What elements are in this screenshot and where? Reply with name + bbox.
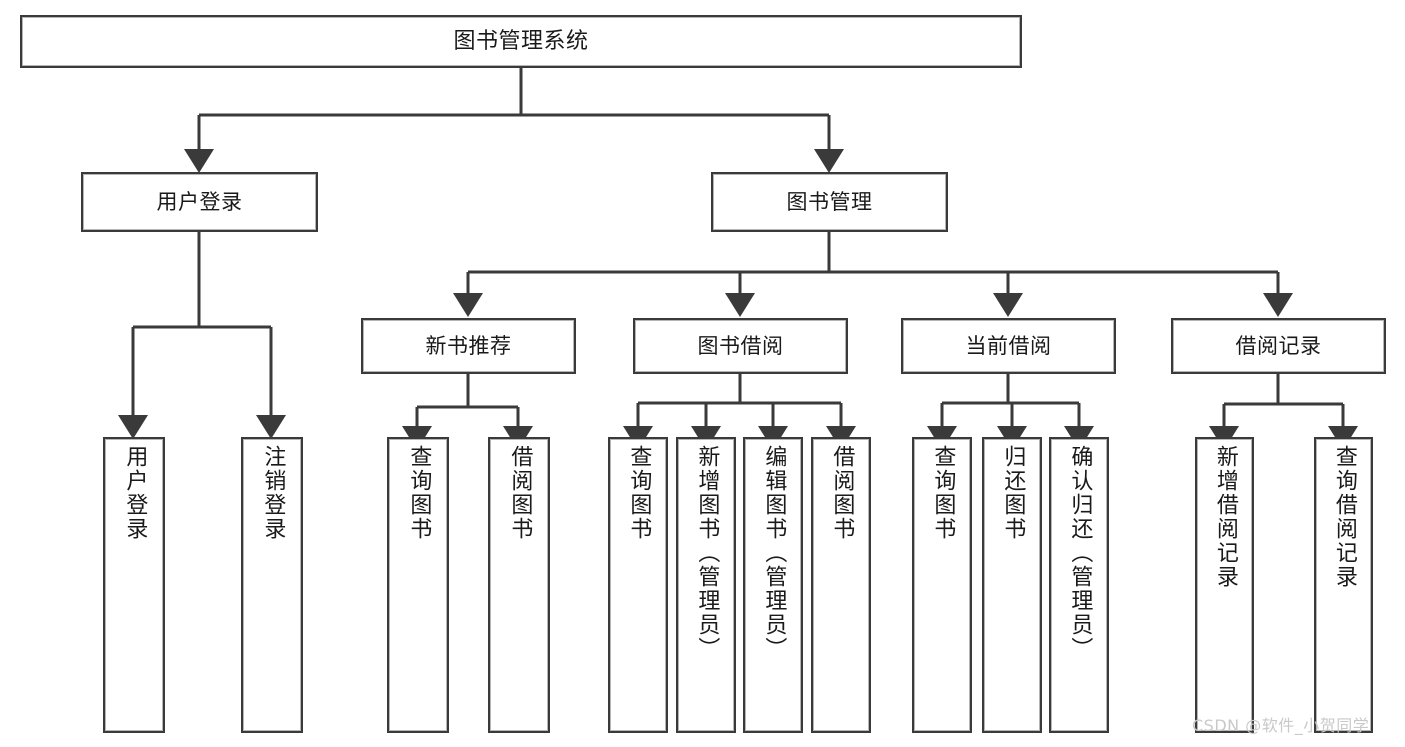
leaf-user-login-login[interactable]: 用户登录 bbox=[103, 437, 165, 733]
leaf-borrow-record-add[interactable]: 新增借阅记录 bbox=[1195, 437, 1254, 733]
node-user-login-label: 用户登录 bbox=[156, 189, 243, 214]
node-book-borrow[interactable]: 图书借阅 bbox=[633, 318, 848, 374]
leaf-user-login-logout-label: 注销登录 bbox=[260, 445, 286, 541]
node-current-borrow[interactable]: 当前借阅 bbox=[901, 318, 1116, 374]
leaf-book-borrow-query-label: 查询图书 bbox=[626, 445, 652, 541]
leaf-borrow-record-query[interactable]: 查询借阅记录 bbox=[1314, 437, 1373, 733]
leaf-new-book-query[interactable]: 查询图书 bbox=[387, 437, 449, 733]
leaf-borrow-record-query-label: 查询借阅记录 bbox=[1331, 445, 1357, 589]
leaf-book-borrow-borrow[interactable]: 借阅图书 bbox=[811, 437, 871, 733]
leaf-book-borrow-borrow-label: 借阅图书 bbox=[829, 445, 855, 541]
leaf-current-borrow-confirm-label: 确认归还（管理员） bbox=[1067, 445, 1093, 661]
leaf-user-login-login-label: 用户登录 bbox=[122, 445, 148, 541]
node-borrow-record-label: 借阅记录 bbox=[1235, 333, 1322, 358]
leaf-current-borrow-return[interactable]: 归还图书 bbox=[982, 437, 1042, 733]
leaf-book-borrow-add[interactable]: 新增图书（管理员） bbox=[676, 437, 736, 733]
node-borrow-record[interactable]: 借阅记录 bbox=[1171, 318, 1386, 374]
leaf-new-book-borrow[interactable]: 借阅图书 bbox=[488, 437, 550, 733]
node-book-management[interactable]: 图书管理 bbox=[711, 172, 948, 232]
node-root-label: 图书管理系统 bbox=[453, 28, 589, 54]
leaf-borrow-record-add-label: 新增借阅记录 bbox=[1212, 445, 1238, 589]
node-root[interactable]: 图书管理系统 bbox=[20, 15, 1022, 68]
leaf-current-borrow-return-label: 归还图书 bbox=[1000, 445, 1026, 541]
leaf-book-borrow-edit[interactable]: 编辑图书（管理员） bbox=[743, 437, 803, 733]
csdn-watermark: CSDN @软件_小贺同学 bbox=[1192, 716, 1370, 735]
leaf-user-login-logout[interactable]: 注销登录 bbox=[241, 437, 303, 733]
node-book-management-label: 图书管理 bbox=[786, 189, 873, 214]
node-current-borrow-label: 当前借阅 bbox=[965, 333, 1052, 358]
leaf-current-borrow-query[interactable]: 查询图书 bbox=[912, 437, 972, 733]
leaf-new-book-borrow-label: 借阅图书 bbox=[507, 445, 533, 541]
leaf-book-borrow-query[interactable]: 查询图书 bbox=[608, 437, 668, 733]
node-user-login[interactable]: 用户登录 bbox=[81, 172, 318, 232]
leaf-book-borrow-add-label: 新增图书（管理员） bbox=[694, 445, 720, 661]
node-new-book-recommend-label: 新书推荐 bbox=[425, 333, 512, 358]
node-book-borrow-label: 图书借阅 bbox=[697, 333, 784, 358]
leaf-current-borrow-confirm[interactable]: 确认归还（管理员） bbox=[1049, 437, 1109, 733]
leaf-book-borrow-edit-label: 编辑图书（管理员） bbox=[761, 445, 787, 661]
node-new-book-recommend[interactable]: 新书推荐 bbox=[361, 318, 576, 374]
leaf-new-book-query-label: 查询图书 bbox=[406, 445, 432, 541]
leaf-current-borrow-query-label: 查询图书 bbox=[930, 445, 956, 541]
